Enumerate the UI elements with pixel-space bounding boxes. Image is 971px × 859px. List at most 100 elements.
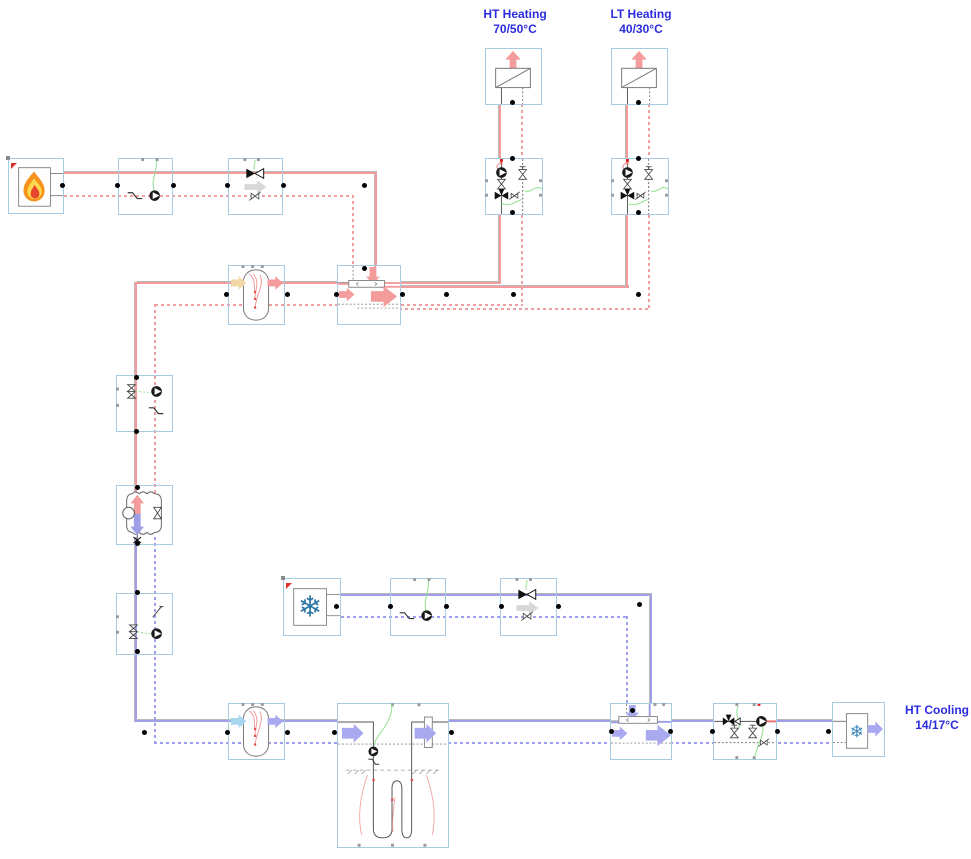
pump-icon <box>149 190 160 201</box>
stratification-lines <box>248 710 262 745</box>
ht-heating-setpoint: 70/50°C <box>493 22 537 36</box>
heat-arrow-icon <box>505 50 521 69</box>
ground-loop-icon <box>372 721 413 839</box>
junction-dot <box>499 604 504 609</box>
junction-dot <box>135 541 140 546</box>
boiler-block[interactable] <box>8 158 64 214</box>
cold-manifold-block[interactable] <box>610 703 672 760</box>
pipe-boiler-supply-drop <box>375 172 377 284</box>
shutoff-valve-icon <box>643 166 654 180</box>
shutoff-valve-icon <box>517 166 528 180</box>
ground-temp-lines <box>359 774 435 836</box>
chiller-pump-block[interactable] <box>390 578 446 636</box>
flow-arrow-icon <box>244 180 267 194</box>
junction-dot <box>332 730 337 735</box>
junction-dot <box>775 729 780 734</box>
ht-heating-circuit-block[interactable] <box>485 158 543 215</box>
three-way-valve-icon <box>722 714 741 726</box>
chiller-block[interactable]: ❄ <box>283 578 341 636</box>
ht-heating-emitter-block[interactable] <box>485 48 542 105</box>
borefield-block[interactable] <box>337 703 449 848</box>
check-valve-icon <box>399 612 415 620</box>
junction-dot <box>60 183 65 188</box>
junction-dot <box>630 708 635 713</box>
hot-buffer-vessel-block[interactable] <box>228 265 285 325</box>
switch-icon <box>152 606 164 618</box>
lt-heating-setpoint: 40/30°C <box>619 22 663 36</box>
lt-heating-emitter-block[interactable] <box>611 48 668 105</box>
valve-icon <box>622 178 633 190</box>
junction-dot <box>334 292 339 297</box>
ht-cooling-title: HT Cooling <box>905 703 969 717</box>
inflow-arrow-icon <box>366 266 380 285</box>
junction-dot <box>135 649 140 654</box>
flow-arrow-icon <box>612 726 628 741</box>
junction-dot <box>135 590 140 595</box>
cold-buffer-vessel-block[interactable] <box>228 703 285 760</box>
pump-icon <box>368 746 379 757</box>
junction-dot <box>444 604 449 609</box>
junction-dot <box>511 292 516 297</box>
hot-manifold-block[interactable] <box>337 265 401 325</box>
ht-cooling-consumer-block[interactable]: ❄ <box>832 702 885 757</box>
junction-dot <box>285 292 290 297</box>
junction-dot <box>135 485 140 490</box>
sensor-icon <box>122 506 135 520</box>
buffer-vessel-icon <box>242 269 270 321</box>
pipe-chiller-supply <box>341 594 652 596</box>
lt-heating-circuit-block[interactable] <box>611 158 669 215</box>
balancing-valve-icon <box>249 191 262 201</box>
pipe-left-column-supply <box>135 282 137 492</box>
control-signal <box>424 580 430 612</box>
balancing-valve-icon <box>521 611 534 621</box>
junction-dot <box>225 183 230 188</box>
control-signal <box>135 390 151 393</box>
ht-cooling-label: HT Cooling 14/17°C <box>900 703 971 733</box>
boiler-pump-block[interactable] <box>118 158 173 215</box>
junction-dot <box>510 100 515 105</box>
control-signal <box>736 705 764 758</box>
control-signal <box>501 187 543 206</box>
junction-dot <box>281 183 286 188</box>
pump-icon <box>756 716 767 727</box>
flow-arrow-icon <box>414 723 437 743</box>
riser-ht-return <box>521 215 523 305</box>
buffer-vessel-icon <box>242 706 270 757</box>
junction-dot <box>142 730 147 735</box>
pipe-cold-return-main <box>154 742 844 744</box>
junction-dot <box>285 730 290 735</box>
outflow-arrow-icon <box>370 285 398 308</box>
junction-dot <box>134 375 139 380</box>
check-valve-icon <box>368 758 380 765</box>
ground-line-icon <box>345 769 441 775</box>
connector-square <box>281 576 285 580</box>
boiler-valve-block[interactable] <box>228 158 283 215</box>
flag-icon <box>286 583 292 589</box>
chiller-valve-block[interactable] <box>500 578 557 636</box>
riser-ht-supply <box>499 215 501 284</box>
junction-dot <box>636 210 641 215</box>
shutoff-pump-block[interactable] <box>116 375 173 432</box>
balancing-valve-icon <box>508 191 521 200</box>
heat-exchanger-block[interactable] <box>116 485 173 545</box>
junction-dot <box>510 210 515 215</box>
double-valve-icon <box>126 384 137 399</box>
junction-dot <box>637 602 642 607</box>
junction-dot <box>134 429 139 434</box>
double-valve-icon <box>128 624 139 639</box>
flag-icon <box>11 163 17 169</box>
junction-dot <box>362 183 367 188</box>
balancing-valve-icon <box>634 191 647 200</box>
junction-dot <box>362 266 367 271</box>
control-signal <box>253 159 256 170</box>
junction-dot <box>636 100 641 105</box>
cooling-circuit-block[interactable] <box>713 703 777 760</box>
pipe-boiler-return <box>64 195 353 197</box>
junction-dot <box>334 604 339 609</box>
riser-lt-supply <box>626 215 628 288</box>
emitter-icon <box>621 67 657 89</box>
pipe-boiler-return-riser <box>352 195 354 306</box>
junction-dot <box>556 604 561 609</box>
cold-pump-block[interactable] <box>116 593 173 655</box>
